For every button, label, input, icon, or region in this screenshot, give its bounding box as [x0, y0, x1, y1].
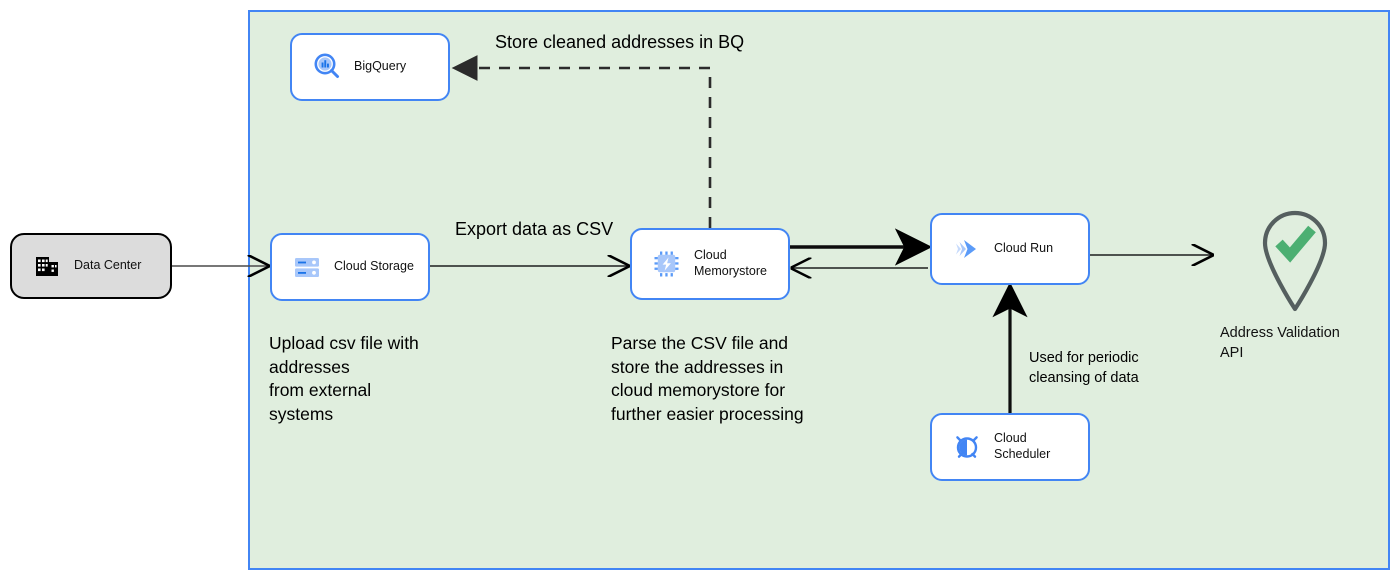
node-data-center-label: Data Center: [74, 258, 142, 273]
node-bigquery-label: BigQuery: [354, 59, 407, 74]
note-upload-csv: Upload csv file with addresses from exte…: [269, 333, 419, 424]
node-cloud-memorystore-label: Cloud Memorystore: [694, 248, 767, 278]
cloud-storage-icon: [290, 250, 324, 284]
node-cloud-scheduler-label: Cloud Scheduler: [994, 431, 1051, 461]
node-address-validation-api[interactable]: Address Validation API: [1220, 205, 1370, 363]
cloud-scheduler-icon: [950, 430, 984, 464]
node-cloud-storage-label: Cloud Storage: [334, 259, 414, 274]
cloud-project-zone: [248, 10, 1390, 570]
node-cloud-run-label: Cloud Run: [994, 241, 1054, 256]
node-data-center[interactable]: Data Center: [10, 233, 172, 299]
cloud-run-icon: [950, 232, 984, 266]
bigquery-icon: [310, 50, 344, 84]
note-scheduler-usage: Used for periodic cleansing of data: [1029, 350, 1139, 387]
edge-label-export-csv: Export data as CSV: [455, 219, 614, 239]
map-pin-check-icon: [1254, 205, 1336, 318]
building-icon: [30, 249, 64, 283]
cloud-memorystore-icon: [650, 247, 684, 281]
node-bigquery[interactable]: BigQuery: [290, 33, 450, 101]
node-cloud-storage[interactable]: Cloud Storage: [270, 233, 430, 301]
node-address-validation-api-label: Address Validation API: [1220, 325, 1340, 361]
node-cloud-run[interactable]: Cloud Run: [930, 213, 1090, 285]
edge-label-store-cleaned: Store cleaned addresses in BQ: [495, 32, 745, 52]
note-parse-csv: Parse the CSV file and store the address…: [611, 333, 804, 424]
node-cloud-scheduler[interactable]: Cloud Scheduler: [930, 413, 1090, 481]
node-cloud-memorystore[interactable]: Cloud Memorystore: [630, 228, 790, 300]
